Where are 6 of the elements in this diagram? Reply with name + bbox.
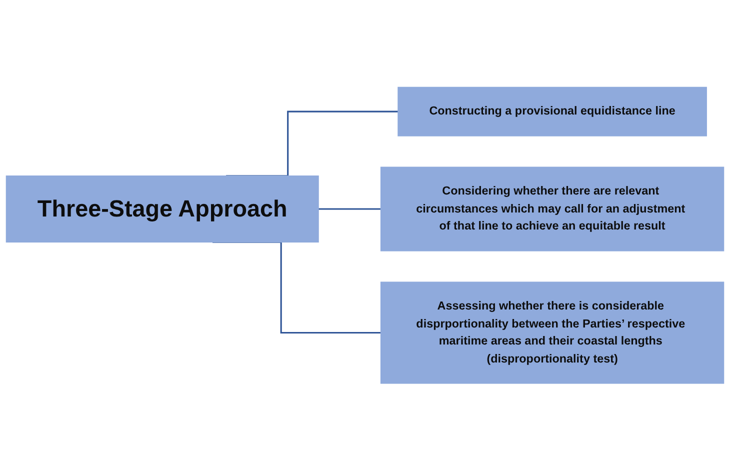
node-box: Three-Stage Approach	[6, 175, 319, 242]
node-box: Considering whether there are relevant circumstances which may call for an adjustment of that line to achieve an equitable result	[380, 166, 724, 251]
connector	[318, 208, 381, 210]
node-box: Assessing whether there is considerable disprportionality between the Parties’ respective maritime areas and their coastal lengths (disproportionality test)	[380, 281, 724, 384]
node-box: Constructing a provisional equidistance line	[398, 86, 707, 136]
connector	[212, 241, 381, 334]
